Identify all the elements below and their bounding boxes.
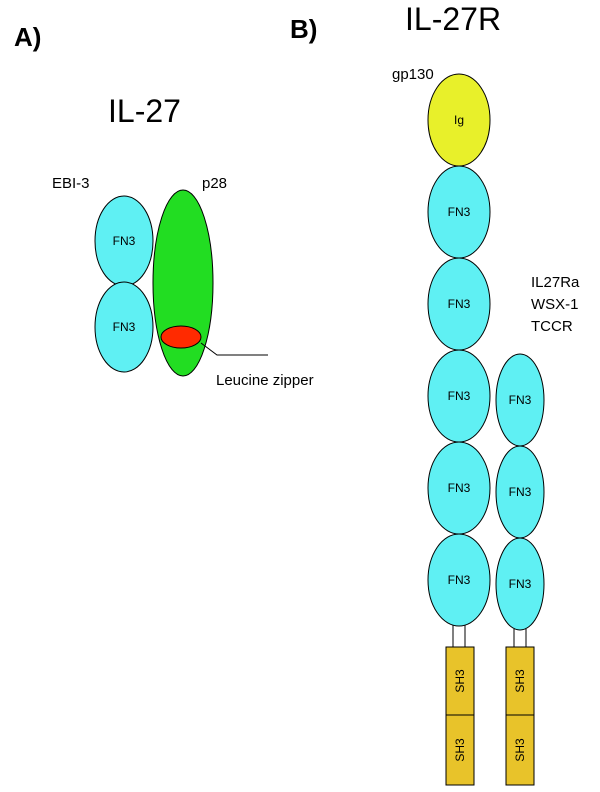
gp130-fn3-label-2: FN3 xyxy=(448,297,471,311)
leucine-zipper-marker xyxy=(160,325,202,349)
ebi3-fn3-domain-2: FN3 xyxy=(94,281,154,373)
il27ra-fn3-domain-2: FN3 xyxy=(495,445,545,539)
gp130-fn3-domain-2: FN3 xyxy=(427,257,491,351)
ebi3-fn3-domain-1: FN3 xyxy=(94,195,154,287)
ebi3-fn3-label-2: FN3 xyxy=(113,320,136,334)
il27ra-transmembrane-stalk xyxy=(513,629,527,648)
p28-label: p28 xyxy=(202,175,227,192)
il27ra-sh3-label-1: SH3 xyxy=(513,669,527,693)
panel-b-letter: B) xyxy=(290,14,317,44)
gp130-fn3-domain-4: FN3 xyxy=(427,441,491,535)
gp130-sh3-box-2: SH3 xyxy=(445,714,475,786)
gp130-fn3-domain-5: FN3 xyxy=(427,533,491,627)
ebi3-fn3-label-1: FN3 xyxy=(113,234,136,248)
ebi3-label: EBI-3 xyxy=(52,175,90,192)
il27ra-label-line-3: TCCR xyxy=(531,318,573,335)
gp130-sh3-box-1: SH3 xyxy=(445,646,475,716)
gp130-fn3-label-4: FN3 xyxy=(448,481,471,495)
gp130-fn3-domain-1: FN3 xyxy=(427,165,491,259)
il27r-title: IL-27R xyxy=(405,1,501,37)
leucine-zipper-pointer-line xyxy=(200,342,268,356)
il27ra-sh3-box-1: SH3 xyxy=(505,646,535,716)
gp130-ig-domain: Ig xyxy=(427,73,491,167)
leucine-zipper-label: Leucine zipper xyxy=(216,372,314,389)
gp130-fn3-label-3: FN3 xyxy=(448,389,471,403)
gp130-sh3-label-2: SH3 xyxy=(453,738,467,762)
il27ra-fn3-label-3: FN3 xyxy=(509,577,532,591)
il27ra-fn3-domain-3: FN3 xyxy=(495,537,545,631)
gp130-ig-label: Ig xyxy=(454,113,464,127)
il27-title: IL-27 xyxy=(108,93,181,129)
il27ra-fn3-domain-1: FN3 xyxy=(495,353,545,447)
gp130-label: gp130 xyxy=(392,66,434,83)
il27ra-sh3-label-2: SH3 xyxy=(513,738,527,762)
il27ra-fn3-label-2: FN3 xyxy=(509,485,532,499)
gp130-fn3-label-5: FN3 xyxy=(448,573,471,587)
il27ra-sh3-box-2: SH3 xyxy=(505,714,535,786)
gp130-fn3-label-1: FN3 xyxy=(448,205,471,219)
gp130-transmembrane-stalk xyxy=(452,625,466,648)
il27ra-fn3-label-1: FN3 xyxy=(509,393,532,407)
panel-a-letter: A) xyxy=(14,22,41,52)
il27ra-label-line-2: WSX-1 xyxy=(531,296,579,313)
il27ra-label-line-1: IL27Ra xyxy=(531,274,580,291)
gp130-fn3-domain-3: FN3 xyxy=(427,349,491,443)
gp130-sh3-label-1: SH3 xyxy=(453,669,467,693)
